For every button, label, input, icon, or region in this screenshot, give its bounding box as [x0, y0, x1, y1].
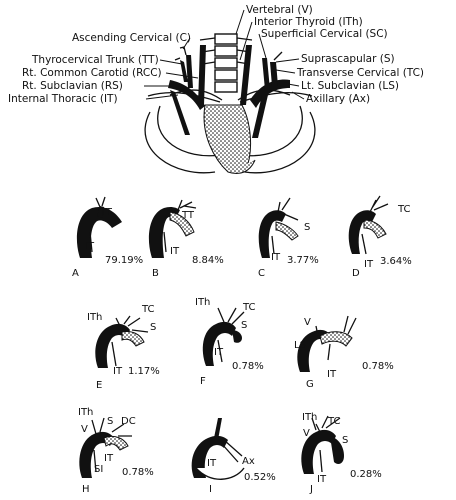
variant-j-label-ith: ITh: [302, 412, 317, 423]
variant-e-label-s: S: [150, 322, 156, 333]
variant-h-label-si: SI: [94, 464, 103, 475]
variant-g-label-ls: LS: [294, 340, 306, 351]
variant-f-label-tc: TC: [242, 302, 256, 313]
label-thyrocervical-trunk: Thyrocervical Trunk (TT): [31, 54, 159, 66]
variant-g-label-v: V: [304, 317, 311, 328]
variant-f-label-it: IT: [214, 347, 224, 358]
variant-j-label-v: V: [303, 428, 310, 439]
variant-g: V LS IT 0.78% G: [294, 315, 394, 390]
variant-e: ITh TC S IT 1.17% E: [87, 304, 160, 391]
aortic-arch: [203, 104, 256, 174]
variant-d: TC IT 3.64% D: [348, 195, 412, 279]
variant-f-letter: F: [200, 376, 206, 387]
variant-j-percent: 0.28%: [350, 469, 382, 480]
right-vessels: [168, 45, 206, 135]
variant-h-label-v: V: [81, 424, 88, 435]
variant-a: TT IT 79.19% A: [72, 196, 143, 279]
label-rt-common-carotid: Rt. Common Carotid (RCC): [22, 67, 162, 79]
variant-c-letter: C: [258, 268, 265, 279]
variant-d-letter: D: [352, 268, 360, 279]
label-ascending-cervical: Ascending Cervical (C): [72, 32, 191, 44]
variant-i: IT Ax 0.52% I: [191, 418, 276, 495]
variant-i-letter: I: [209, 484, 212, 495]
left-vessels: [240, 45, 290, 138]
label-axillary: Axillary (Ax): [306, 93, 370, 105]
variant-f: ITh TC S IT 0.78% F: [195, 297, 264, 387]
label-transverse-cervical: Transverse Cervical (TC): [296, 67, 424, 79]
variant-d-percent: 3.64%: [380, 256, 412, 267]
variant-a-label-it: IT: [85, 241, 95, 252]
variant-e-letter: E: [96, 380, 102, 391]
variant-a-percent: 79.19%: [105, 255, 143, 266]
variant-h: ITh S DC V IT SI 0.78% H: [78, 407, 154, 495]
label-superficial-cervical: Superficial Cervical (SC): [261, 28, 388, 40]
variant-b-label-tt: TT: [181, 210, 195, 221]
variant-h-letter: H: [82, 484, 90, 495]
variant-h-label-ith: ITh: [78, 407, 93, 418]
variant-j-label-it: IT: [317, 474, 327, 485]
variant-h-label-dc: DC: [121, 416, 136, 427]
anatomy-illustration: Ascending Cervical (C) Thyrocervical Tru…: [8, 4, 424, 174]
variant-h-label-it: IT: [104, 453, 114, 464]
variant-c-label-it: IT: [271, 252, 281, 263]
variant-g-label-it: IT: [327, 369, 337, 380]
variant-f-percent: 0.78%: [232, 361, 264, 372]
label-interior-thyroid: Interior Thyroid (ITh): [254, 16, 363, 28]
variant-c: S IT 3.77% C: [258, 197, 319, 279]
variant-j-label-tc: TC: [327, 416, 341, 427]
variant-b-label-it: IT: [170, 246, 180, 257]
variant-d-label-tc: TC: [397, 204, 411, 215]
variant-j: ITh TC V S IT 0.28% J: [301, 412, 382, 495]
variant-e-label-ith: ITh: [87, 312, 102, 323]
variant-d-label-it: IT: [364, 259, 374, 270]
variant-b: TT IT 8.84% B: [148, 199, 224, 279]
variant-a-label-tt: TT: [99, 207, 113, 218]
vertebra-column: [199, 33, 253, 93]
variant-e-label-it: IT: [113, 366, 123, 377]
variant-f-label-ith: ITh: [195, 297, 210, 308]
variant-a-letter: A: [72, 268, 79, 279]
variant-b-percent: 8.84%: [192, 255, 224, 266]
label-suprascapular: Suprascapular (S): [301, 53, 395, 65]
label-rt-subclavian: Rt. Subclavian (RS): [22, 80, 123, 92]
variant-c-percent: 3.77%: [287, 255, 319, 266]
variant-f-label-s: S: [241, 320, 247, 331]
variant-e-percent: 1.17%: [128, 366, 160, 377]
variant-i-label-it: IT: [207, 458, 217, 469]
variant-b-letter: B: [152, 268, 159, 279]
label-vertebral: Vertebral (V): [246, 4, 313, 16]
variant-e-label-tc: TC: [141, 304, 155, 315]
variant-h-label-s: S: [107, 416, 113, 427]
variant-j-letter: J: [309, 484, 313, 495]
variant-g-percent: 0.78%: [362, 361, 394, 372]
variant-c-label-s: S: [304, 222, 310, 233]
label-internal-thoracic: Internal Thoracic (IT): [8, 93, 118, 105]
variant-i-label-ax: Ax: [242, 456, 255, 467]
variant-g-letter: G: [306, 379, 314, 390]
label-lt-subclavian: Lt. Subclavian (LS): [301, 80, 399, 92]
variant-i-percent: 0.52%: [244, 472, 276, 483]
variant-h-percent: 0.78%: [122, 467, 154, 478]
variant-j-label-s: S: [342, 435, 348, 446]
